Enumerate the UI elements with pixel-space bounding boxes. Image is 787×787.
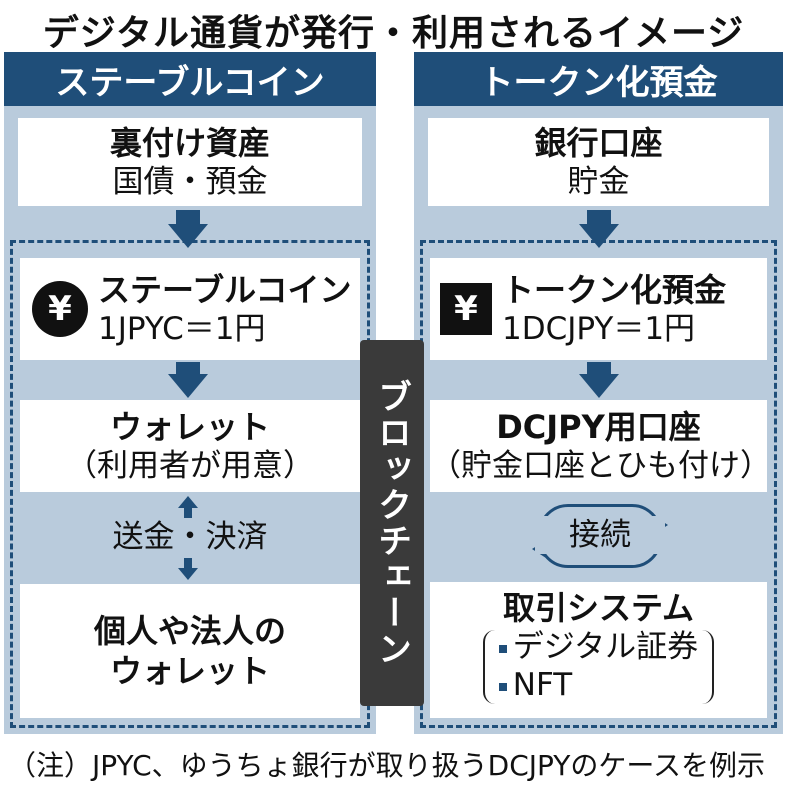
right-arrow-head-1 <box>579 224 619 248</box>
yen-square-icon: ¥ <box>440 283 492 335</box>
tokenized-deposit-rate: 1DCJPY＝1円 <box>502 311 696 347</box>
bank-account-box: 銀行口座 貯金 <box>428 118 769 206</box>
dcjpy-account-title: DCJPY用口座 <box>496 408 701 446</box>
tokenized-deposit-box: ¥ トークン化預金 1DCJPY＝1円 <box>430 258 767 360</box>
footnote: （注）JPYC、ゆうちょ銀行が取り扱うDCJPYのケースを例示 <box>8 749 765 782</box>
backing-asset-title: 裏付け資産 <box>109 124 270 162</box>
bracket-right <box>702 630 715 704</box>
system-item-nft: NFT <box>498 666 698 704</box>
transfer-label: 送金・決済 <box>112 519 268 555</box>
wallet-sub: （利用者が用意） <box>66 448 314 484</box>
backing-asset-box: 裏付け資産 国債・預金 <box>18 118 362 206</box>
tokenized-deposit-title: トークン化預金 <box>502 271 727 309</box>
blockchain-label: ブロックチェーン <box>360 340 424 706</box>
right-column-header: トークン化預金 <box>414 52 783 106</box>
bank-account-title: 銀行口座 <box>534 124 663 162</box>
bullet-square-icon <box>498 644 507 653</box>
transfer-arrow-stem-bottom <box>184 558 192 568</box>
left-arrow-stem-2 <box>176 362 200 374</box>
trading-system-box: 取引システム デジタル証券 NFT <box>430 582 767 718</box>
right-arrow-head-2 <box>579 374 619 398</box>
backing-asset-sub: 国債・預金 <box>112 164 268 200</box>
wallet-box: ウォレット （利用者が用意） <box>20 400 360 492</box>
yen-circle-icon: ¥ <box>32 281 88 337</box>
personal-wallet-box: 個人や法人の ウォレット <box>20 584 360 718</box>
wallet-title: ウォレット <box>109 408 270 446</box>
transfer-up-arrow-icon <box>178 496 198 508</box>
transfer-down-arrow-icon <box>178 568 198 580</box>
left-arrow-head-1 <box>168 224 208 248</box>
system-item-digital-securities: デジタル証券 <box>498 628 698 666</box>
trading-system-title: 取引システム <box>502 589 695 627</box>
transfer-arrow-stem-top <box>184 508 192 518</box>
left-column-header: ステーブルコイン <box>4 52 376 106</box>
personal-wallet-line2: ウォレット <box>109 652 270 690</box>
right-arrow-stem-1 <box>587 210 611 224</box>
bracket-left <box>482 630 495 704</box>
left-arrow-head-2 <box>168 374 208 398</box>
stablecoin-box: ¥ ステーブルコイン 1JPYC＝1円 <box>20 258 360 360</box>
dcjpy-account-sub: （貯金口座とひも付け） <box>430 448 771 484</box>
stablecoin-rate: 1JPYC＝1円 <box>98 311 266 347</box>
bank-account-sub: 貯金 <box>567 164 630 200</box>
page-title: デジタル通貨が発行・利用されるイメージ <box>42 13 745 54</box>
right-arrow-stem-2 <box>587 362 611 374</box>
trading-system-list: デジタル証券 NFT <box>481 628 716 704</box>
dcjpy-account-box: DCJPY用口座 （貯金口座とひも付け） <box>430 400 771 492</box>
connect-label: 接続 <box>535 516 665 554</box>
stablecoin-title: ステーブルコイン <box>98 271 352 309</box>
personal-wallet-line1: 個人や法人の <box>93 612 286 650</box>
left-arrow-stem-1 <box>176 210 200 224</box>
bullet-square-icon <box>498 682 507 691</box>
